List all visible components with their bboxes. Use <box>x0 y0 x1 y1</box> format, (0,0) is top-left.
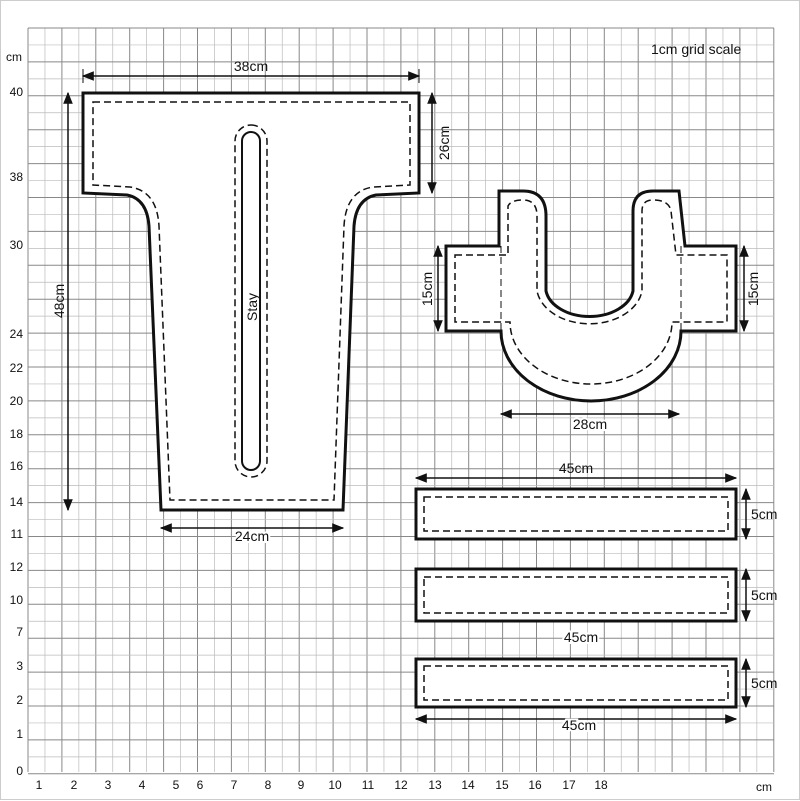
x-tick-label: 4 <box>139 778 146 792</box>
y-tick-label: 11 <box>11 527 24 541</box>
strip-2-width-label: 45cm <box>564 629 598 645</box>
x-tick-label: 14 <box>461 778 475 792</box>
x-tick-label: 10 <box>328 778 342 792</box>
body-piece: Stay <box>81 91 421 512</box>
strip-3-width-label: 45cm <box>562 717 596 733</box>
x-unit-label: cm <box>756 780 772 794</box>
y-tick-label: 38 <box>10 170 24 184</box>
u-right-height-label: 15cm <box>745 272 761 306</box>
y-tick-label: 24 <box>10 327 24 341</box>
x-tick-label: 9 <box>298 778 305 792</box>
y-tick-label: 18 <box>10 427 24 441</box>
y-tick-label: 30 <box>10 238 24 252</box>
y-unit-label: cm <box>6 50 22 64</box>
u-piece: 15cm 15cm 28cm <box>417 189 761 434</box>
y-tick-label: 20 <box>10 394 24 408</box>
y-tick-label: 1 <box>16 727 23 741</box>
x-tick-label: 5 <box>173 778 180 792</box>
x-tick-label: 15 <box>495 778 509 792</box>
x-tick-label: 7 <box>231 778 238 792</box>
strip-1-width-label: 45cm <box>559 460 593 476</box>
strip-3-height-label: 5cm <box>751 675 777 691</box>
strip-2-height-label: 5cm <box>751 587 777 603</box>
x-tick-label: 11 <box>362 778 375 792</box>
x-tick-label: 1 <box>36 778 43 792</box>
x-tick-label: 18 <box>594 778 608 792</box>
stay-slot <box>241 131 261 471</box>
y-tick-label: 3 <box>16 659 23 673</box>
y-tick-label: 0 <box>16 764 23 778</box>
u-width-label: 28cm <box>573 416 607 432</box>
y-tick-label: 10 <box>10 593 24 607</box>
y-tick-label: 12 <box>10 560 24 574</box>
strip-3: 5cm 45cm <box>414 657 777 735</box>
shoulder-height-label: 26cm <box>436 126 452 160</box>
x-tick-label: 17 <box>562 778 576 792</box>
stay-seam <box>234 124 268 478</box>
y-tick-label: 14 <box>10 495 24 509</box>
x-tick-label: 16 <box>528 778 542 792</box>
x-tick-label: 8 <box>265 778 272 792</box>
x-tick-label: 3 <box>105 778 112 792</box>
x-tick-label: 6 <box>197 778 204 792</box>
body-width-label: 38cm <box>234 58 268 74</box>
y-tick-label: 16 <box>10 459 24 473</box>
strip-2: 45cm 5cm <box>414 567 777 647</box>
x-tick-label: 2 <box>71 778 78 792</box>
y-tick-label: 2 <box>16 693 23 707</box>
body-bottom-label: 24cm <box>235 528 269 544</box>
u-left-height-label: 15cm <box>419 272 435 306</box>
stay-label: Stay <box>244 293 260 321</box>
y-tick-label: 40 <box>10 85 24 99</box>
x-tick-label: 12 <box>394 778 408 792</box>
body-height-label: 48cm <box>51 284 67 318</box>
grid-scale-label: 1cm grid scale <box>651 41 741 57</box>
x-tick-label: 13 <box>428 778 442 792</box>
body-dimensions: 38cm 26cm 48cm 24cm <box>51 58 452 546</box>
y-tick-label: 7 <box>16 625 23 639</box>
y-tick-label: 22 <box>10 361 24 375</box>
strip-1: 45cm 5cm <box>414 460 777 541</box>
strip-1-height-label: 5cm <box>751 506 777 522</box>
